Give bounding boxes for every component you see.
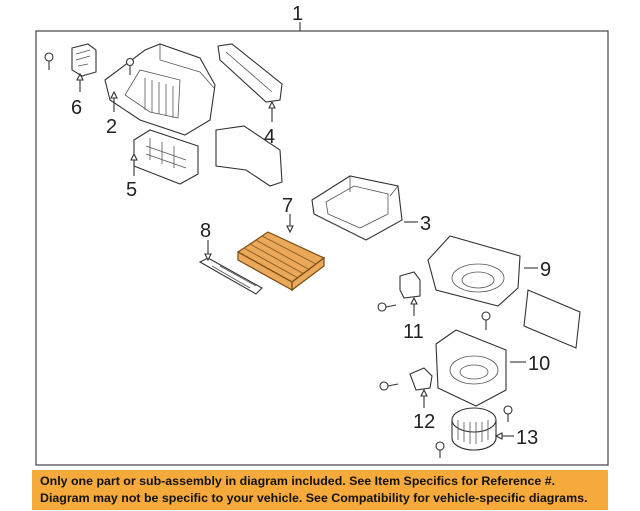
- parts-diagram: 1 6 2 4 5 3: [35, 3, 609, 466]
- part-4-duct: [215, 43, 283, 187]
- disclaimer-line-1: Only one part or sub-assembly in diagram…: [40, 474, 556, 488]
- callout-1: 1: [292, 3, 303, 25]
- callout-11: 11: [403, 321, 424, 343]
- callout-13: 13: [516, 427, 538, 449]
- part-10-blower-housing-lower: [435, 329, 507, 407]
- part-12-connector: [379, 367, 433, 391]
- disclaimer-banner: Only one part or sub-assembly in diagram…: [32, 470, 608, 510]
- callout-8: 8: [200, 220, 211, 242]
- disclaimer-line-2: Diagram may not be specific to your vehi…: [40, 491, 588, 505]
- part-2-heater-case: [104, 43, 216, 136]
- part-5-bracket: [133, 129, 199, 185]
- part-9-blower-housing-upper: [427, 235, 521, 307]
- gasket-panel: [523, 289, 581, 349]
- part-11-resistor: [377, 271, 491, 330]
- assembly-frame: [35, 30, 609, 466]
- part-13-blower-motor: [435, 405, 513, 458]
- callout-2: 2: [106, 116, 117, 138]
- callout-12: 12: [413, 411, 435, 433]
- part-3-filter-housing: [311, 175, 403, 241]
- callout-3: 3: [420, 213, 431, 235]
- callout-5: 5: [126, 179, 137, 201]
- callout-10: 10: [528, 353, 550, 375]
- callout-6: 6: [71, 97, 82, 119]
- part-8-filter-cover: [198, 257, 263, 295]
- callout-9: 9: [540, 259, 551, 281]
- part-6-actuator: [44, 43, 97, 77]
- part-7-cabin-air-filter: [236, 231, 326, 292]
- callout-7: 7: [282, 195, 293, 217]
- callout-4: 4: [264, 126, 275, 148]
